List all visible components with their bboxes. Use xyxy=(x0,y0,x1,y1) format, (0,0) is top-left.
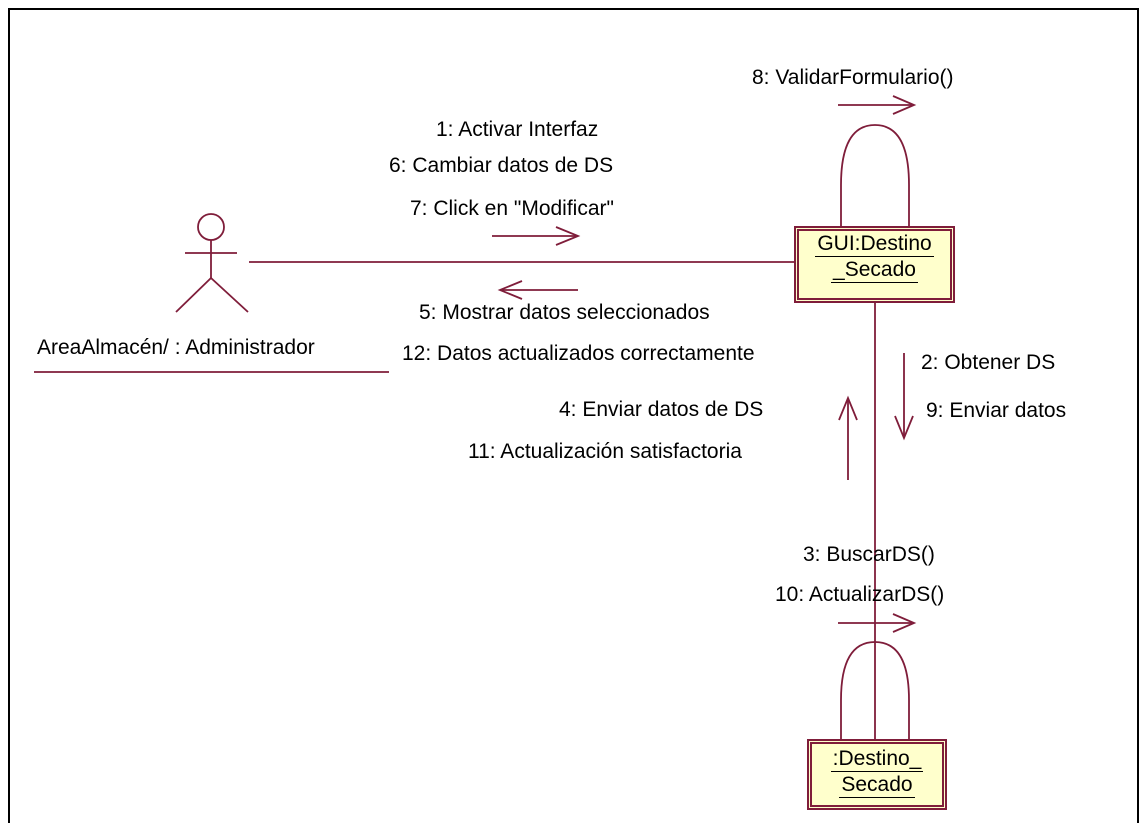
message-9: 9: Enviar datos xyxy=(926,399,1067,422)
object-destino-secado[interactable]: :Destino_ Secado xyxy=(810,742,944,807)
message-3: 3: BuscarDS() xyxy=(803,543,935,566)
message-10: 10: ActualizarDS() xyxy=(775,583,945,606)
object-gui-line1: GUI:Destino xyxy=(815,232,934,257)
object-gui-destino-secado[interactable]: GUI:Destino _Secado xyxy=(797,229,952,300)
self-loop-entity xyxy=(840,641,910,742)
diagram-frame xyxy=(8,8,1139,823)
object-entity-line1: :Destino_ xyxy=(830,747,924,772)
arrow-left-to-actor xyxy=(497,280,578,300)
message-8: 8: ValidarFormulario() xyxy=(752,66,954,89)
arrow-down-to-entity xyxy=(894,353,914,441)
arrow-up-to-gui xyxy=(838,395,858,480)
message-6: 6: Cambiar datos de DS xyxy=(389,154,614,177)
message-1: 1: Activar Interfaz xyxy=(436,118,599,141)
object-gui-line2: _Secado xyxy=(831,258,918,283)
arrow-right-validate xyxy=(838,95,917,115)
message-12: 12: Datos actualizados correctamente xyxy=(402,342,755,365)
message-4: 4: Enviar datos de DS xyxy=(559,398,764,421)
message-5: 5: Mostrar datos seleccionados xyxy=(419,301,710,324)
object-entity-line2: Secado xyxy=(839,773,915,798)
arrow-right-entity-loop xyxy=(838,613,917,633)
actor-icon xyxy=(175,213,249,313)
self-loop-gui xyxy=(840,124,910,228)
message-2: 2: Obtener DS xyxy=(921,351,1056,374)
actor-name: AreaAlmacén/ : Administrador xyxy=(37,336,315,359)
message-11: 11: Actualización satisfactoria xyxy=(468,440,742,463)
message-7: 7: Click en "Modificar" xyxy=(410,197,614,220)
arrow-right-to-gui xyxy=(492,226,581,246)
